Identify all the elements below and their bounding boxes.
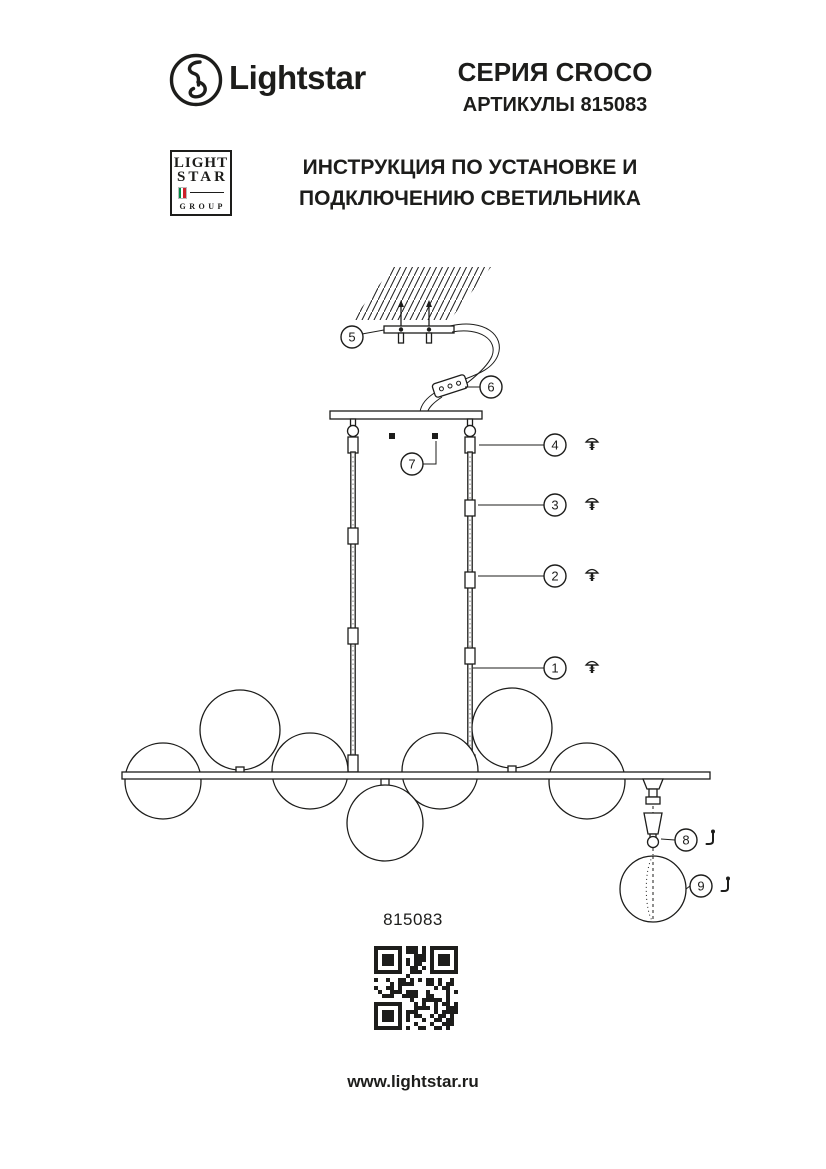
callout-9-number: 9: [697, 879, 704, 894]
globe-7: [548, 742, 626, 820]
detail-socket: [643, 812, 663, 835]
group-logo-star: STAR: [177, 168, 228, 185]
callout-4-number: 4: [551, 438, 558, 453]
callout-6: 6: [465, 375, 503, 399]
callout-9: 9: [685, 874, 713, 898]
callout-7: 7: [400, 441, 437, 476]
qr-code: [369, 941, 463, 1035]
callout-1-number: 1: [551, 661, 558, 676]
group-logo-light: LIGHT: [173, 154, 229, 171]
globe-6: [471, 687, 553, 769]
fixture-bar: [121, 771, 711, 780]
detail-bulb: [646, 835, 660, 849]
callout-2: 2: [478, 564, 567, 588]
callout-3-number: 3: [551, 498, 558, 513]
screw-icon: [584, 437, 600, 452]
callout-7-number: 7: [408, 457, 415, 472]
callout-5-number: 5: [348, 330, 355, 345]
screw-icon: [584, 660, 600, 675]
website-url: www.lightstar.ru: [347, 1072, 479, 1091]
suspension-rod-left: [347, 451, 359, 773]
group-logo-divider: [178, 186, 224, 199]
footer-article-number: 815083: [383, 910, 443, 929]
globe-3: [271, 732, 349, 810]
screw-icon: [584, 568, 600, 583]
series-title: СЕРИЯ CROCO: [457, 57, 653, 87]
screw-icon: [584, 497, 600, 512]
callout-4: 4: [479, 433, 567, 457]
page-title-line2: ПОДКЛЮЧЕНИЮ СВЕТИЛЬНИКА: [299, 187, 641, 210]
italian-flag-icon: [178, 186, 187, 199]
canopy-hangers: [346, 418, 477, 454]
series-block: СЕРИЯ CROCO АРТИКУЛЫ 815083: [420, 58, 690, 117]
page-title: ИНСТРУКЦИЯ ПО УСТАНОВКЕ И ПОДКЛЮЧЕНИЮ СВ…: [250, 152, 690, 214]
brand-wordmark: Lightstar: [229, 59, 366, 96]
lightstar-logo-icon: [169, 53, 223, 107]
allen-key-icon: [720, 875, 731, 892]
globe-5: [401, 732, 479, 810]
mounting-bracket: [383, 300, 455, 344]
group-logo-group: GROUP: [179, 201, 226, 211]
callout-6-number: 6: [487, 380, 494, 395]
lightstar-group-logo: LIGHT STAR GROUP: [170, 150, 232, 216]
callout-2-number: 2: [551, 569, 558, 584]
globe-4: [346, 784, 424, 862]
article-numbers: АРТИКУЛЫ 815083: [462, 93, 648, 116]
globe-assembly-detail: [619, 778, 687, 923]
callout-1: 1: [473, 656, 567, 680]
globe-2: [199, 689, 281, 771]
wire-connector: [431, 374, 469, 398]
callout-8: 8: [660, 828, 698, 852]
allen-key-icon: [705, 828, 716, 845]
globe-1: [124, 742, 202, 820]
page-title-line1: ИНСТРУКЦИЯ ПО УСТАНОВКЕ И: [302, 156, 638, 179]
ceiling-canopy: [329, 410, 483, 420]
ceiling-hatch: [352, 267, 491, 320]
callout-8-number: 8: [682, 833, 689, 848]
callout-5: 5: [340, 325, 385, 349]
callout-3: 3: [478, 493, 567, 517]
